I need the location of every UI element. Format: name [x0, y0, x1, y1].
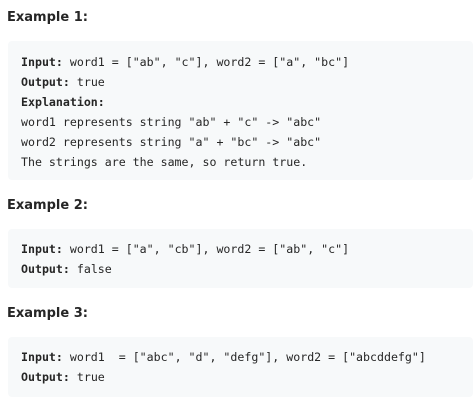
code-line-output: Output: false: [21, 259, 473, 279]
line-text: true: [69, 370, 105, 384]
example-title: Example 1:: [7, 10, 88, 25]
line-label: Input:: [21, 350, 63, 364]
line-text: false: [69, 262, 112, 276]
line-label: Explanation:: [21, 95, 105, 109]
code-line: The strings are the same, so return true…: [21, 152, 473, 172]
line-text: word2 represents string "a" + "bc" -> "a…: [21, 135, 322, 149]
code-line-input: Input: word1 = ["a", "cb"], word2 = ["ab…: [21, 239, 473, 259]
line-text: word1 = ["abc", "d", "defg"], word2 = ["…: [62, 350, 426, 364]
line-text: word1 represents string "ab" + "c" -> "a…: [21, 115, 322, 129]
example-title: Example 2:: [7, 198, 88, 213]
line-text: word1 = ["a", "cb"], word2 = ["ab", "c"]: [62, 242, 350, 256]
code-line-output: Output: true: [21, 72, 473, 92]
line-label: Output:: [21, 262, 70, 276]
code-line-explanation: Explanation:: [21, 92, 473, 112]
line-label: Input:: [21, 242, 63, 256]
code-block: Input: word1 = ["ab", "c"], word2 = ["a"…: [8, 41, 473, 180]
line-label: Output:: [21, 75, 70, 89]
code-block: Input: word1 = ["a", "cb"], word2 = ["ab…: [8, 229, 473, 288]
line-text: true: [69, 75, 105, 89]
line-label: Output:: [21, 370, 70, 384]
line-text: The strings are the same, so return true…: [21, 155, 308, 169]
code-line: word2 represents string "a" + "bc" -> "a…: [21, 132, 473, 152]
code-line: word1 represents string "ab" + "c" -> "a…: [21, 112, 473, 132]
code-line-input: Input: word1 = ["ab", "c"], word2 = ["a"…: [21, 52, 473, 72]
line-text: word1 = ["ab", "c"], word2 = ["a", "bc"]: [62, 55, 350, 69]
code-line-output: Output: true: [21, 367, 473, 387]
code-line-input: Input: word1 = ["abc", "d", "defg"], wor…: [21, 347, 473, 367]
code-block: Input: word1 = ["abc", "d", "defg"], wor…: [8, 337, 473, 397]
line-label: Input:: [21, 55, 63, 69]
example-title: Example 3:: [7, 306, 88, 321]
